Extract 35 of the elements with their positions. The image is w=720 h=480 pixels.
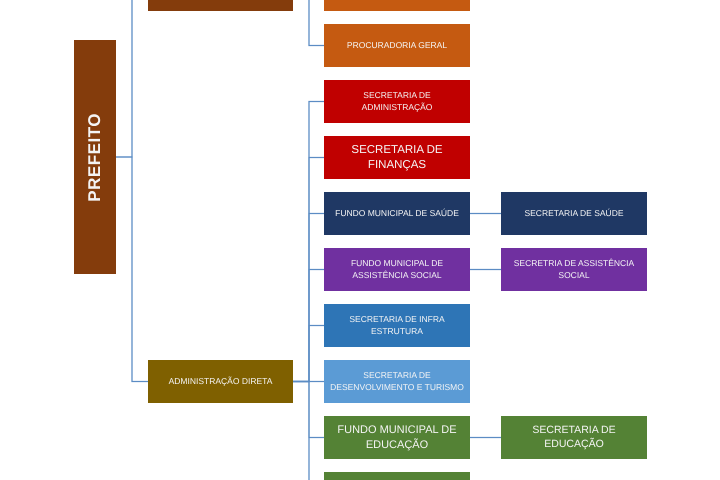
org-box xyxy=(74,40,116,274)
org-box xyxy=(148,360,293,403)
org-box xyxy=(324,416,470,459)
org-box xyxy=(324,304,470,347)
connector-line xyxy=(293,380,310,480)
connector-line xyxy=(470,268,501,270)
connector-line xyxy=(470,212,501,214)
unit-name: ADMINISTRAÇÃO DIRETA xyxy=(168,376,272,388)
unit-name: SECRETARIA DE DESENVOLVIMENTO E TURISMO xyxy=(329,370,465,393)
unit-name: SECRETARIA DE INFRA ESTRUTURA xyxy=(348,314,446,337)
org-box xyxy=(324,80,470,123)
unit-name: FUNDO MUNICIPAL DE ASSISTÊNCIA SOCIAL xyxy=(350,258,444,281)
connector-line xyxy=(116,156,148,382)
org-box xyxy=(324,248,470,291)
connector-line xyxy=(308,0,324,46)
org-box xyxy=(324,24,470,67)
org-box xyxy=(324,192,470,235)
connector-line xyxy=(470,436,501,438)
org-box xyxy=(501,248,647,291)
org-box xyxy=(501,416,647,459)
unit-name: SECRETARIA DE FINANÇAS xyxy=(350,142,444,172)
unit-name: SECRETARIA DE EDUCAÇÃO xyxy=(531,424,617,452)
org-box xyxy=(324,360,470,403)
org-box xyxy=(324,472,470,480)
unit-name: FUNDO MUNICIPAL DE SAÚDE xyxy=(335,208,459,220)
unit-name: FUNDO MUNICIPAL DE EDUCAÇÃO xyxy=(336,423,458,452)
unit-name: PREFEITO xyxy=(84,112,105,202)
org-box xyxy=(324,136,470,179)
unit-name: SECRETRIA DE ASSISTÊNCIA SOCIAL xyxy=(512,258,636,281)
unit-name: SECRETARIA DE SAÚDE xyxy=(524,208,624,220)
unit-name: SECRETARIA DE ADMINISTRAÇÃO xyxy=(360,90,434,113)
org-box xyxy=(324,0,470,11)
unit-name: PROCURADORIA GERAL xyxy=(346,40,448,52)
org-box xyxy=(148,0,293,11)
org-box xyxy=(501,192,647,235)
